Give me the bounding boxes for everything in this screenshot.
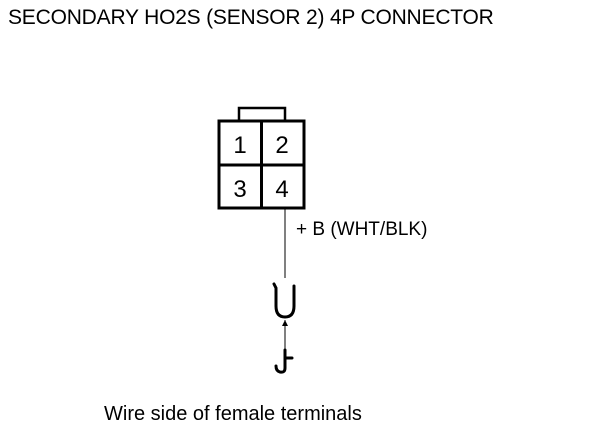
diagram-caption: Wire side of female terminals [104,403,362,425]
pin-3-label: 3 [233,176,246,203]
diagram-title: SECONDARY HO2S (SENSOR 2) 4P CONNECTOR [8,6,494,29]
probe-u-icon [272,282,296,319]
hook-tip-icon [274,348,294,374]
pin-4-label: 4 [275,176,288,203]
probe-lead-arrow [282,320,288,326]
pin-1-label: 1 [233,132,246,159]
pin-2-label: 2 [275,132,288,159]
wire-label: + B (WHT/BLK) [296,219,428,240]
